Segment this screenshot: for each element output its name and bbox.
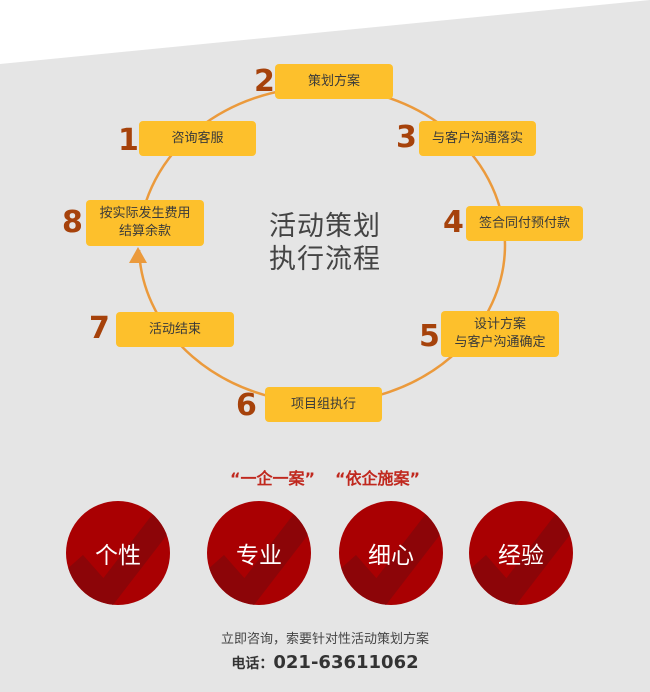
step-box-1: 咨询客服 <box>139 121 256 156</box>
step-label: 策划方案 <box>307 73 360 89</box>
step-box-3: 与客户沟通落实 <box>419 121 536 156</box>
slogan-2: “依企施案” <box>335 469 421 488</box>
step-label: 咨询客服 <box>171 130 224 146</box>
badge-label: 细心 <box>368 543 414 569</box>
step-number-8: 8 <box>62 205 83 240</box>
badge-label: 专业 <box>236 543 282 569</box>
step-label-line-2: 结算余款 <box>118 224 171 239</box>
badge-label: 经验 <box>498 543 544 569</box>
step-label-line-1: 按实际发生费用 <box>99 206 191 221</box>
step-label: 项目组执行 <box>290 396 356 412</box>
slogan-row: “一企一案” “依企施案” <box>0 465 650 489</box>
step-box-8: 按实际发生费用结算余款 <box>86 200 204 246</box>
step-box-4: 签合同付预付款 <box>466 206 583 241</box>
footer-phone: 电话：021-63611062 <box>0 652 650 673</box>
step-number-7: 7 <box>89 311 110 346</box>
step-label-line-1: 设计方案 <box>473 317 526 332</box>
badge-experience: 经验 <box>469 501 573 605</box>
step-number-1: 1 <box>118 123 139 158</box>
step-label: 与客户沟通落实 <box>431 130 523 146</box>
checkmark-icon <box>339 511 443 605</box>
footer-cta: 立即咨询，索要针对性活动策划方案 <box>220 632 429 647</box>
step-number-6: 6 <box>236 388 257 423</box>
step-label: 活动结束 <box>148 321 201 337</box>
step-label: 签合同付预付款 <box>478 215 570 231</box>
badge-personality: 个性 <box>66 501 170 605</box>
checkmark-icon <box>207 511 311 605</box>
step-label-line-2: 与客户沟通确定 <box>454 335 546 350</box>
step-number-3: 3 <box>396 120 417 155</box>
checkmark-icon <box>66 511 170 605</box>
step-number-2: 2 <box>254 64 275 99</box>
badge-attentive: 细心 <box>339 501 443 605</box>
slogan-1: “一企一案” <box>229 469 315 488</box>
step-number-5: 5 <box>419 319 440 354</box>
step-number-4: 4 <box>443 205 464 240</box>
step-box-5: 设计方案与客户沟通确定 <box>441 311 559 357</box>
step-box-7: 活动结束 <box>116 312 234 347</box>
arrow-up-icon <box>129 247 147 263</box>
title-line-1: 活动策划 <box>269 211 381 242</box>
step-box-6: 项目组执行 <box>265 387 382 422</box>
title-line-2: 执行流程 <box>269 244 381 275</box>
phone-label: 电话： <box>231 656 274 672</box>
phone-number: 021-63611062 <box>273 652 419 673</box>
badge-label: 个性 <box>95 543 141 569</box>
step-box-2: 策划方案 <box>275 64 393 99</box>
diagram-title: 活动策划 执行流程 <box>262 210 388 276</box>
badge-professional: 专业 <box>207 501 311 605</box>
checkmark-icon <box>469 511 573 605</box>
